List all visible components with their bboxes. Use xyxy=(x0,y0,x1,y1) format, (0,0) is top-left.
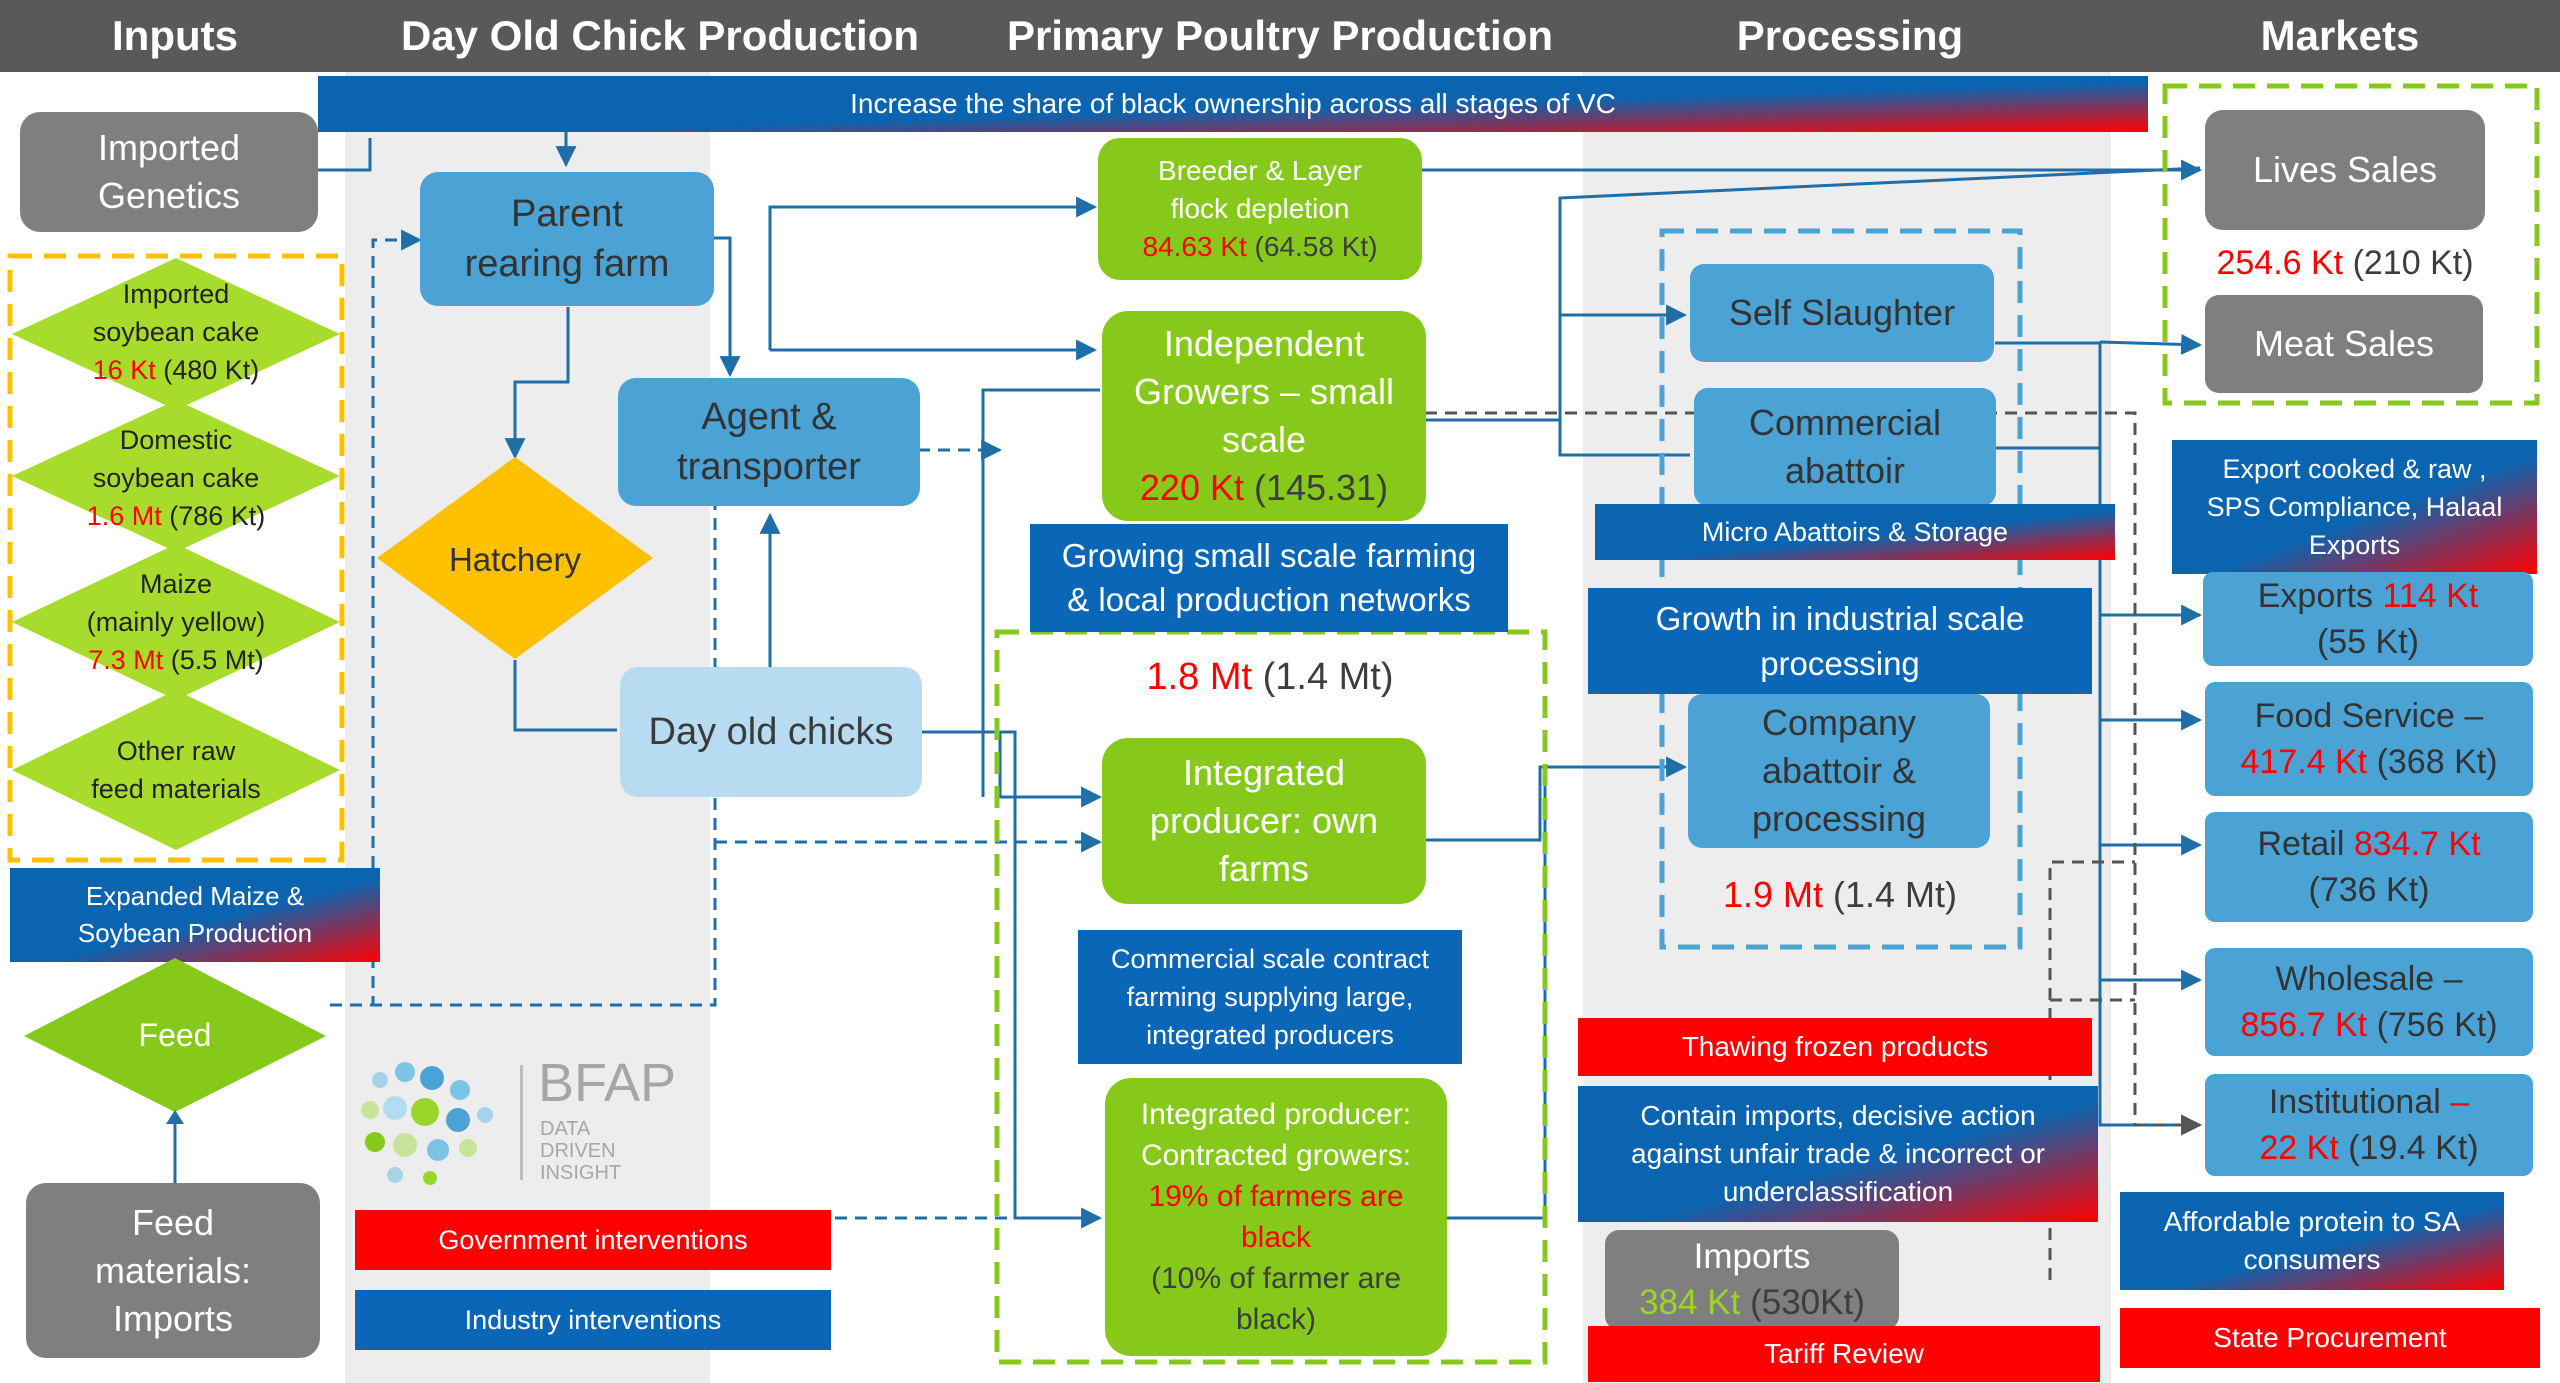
hatchery-label: Hatchery xyxy=(448,541,582,578)
contracted-growers-box: Integrated producer:Contracted growers: … xyxy=(1105,1078,1447,1356)
day-old-chicks: Day old chicks xyxy=(620,667,922,797)
input-diamonds xyxy=(12,258,340,850)
export-banner: Export cooked & raw ,SPS Compliance, Hal… xyxy=(2172,440,2537,574)
bfap-logo-divider xyxy=(520,1065,523,1180)
retail-box: Retail 834.7 Kt (736 Kt) xyxy=(2205,812,2533,922)
industry-interventions-legend: Industry interventions xyxy=(355,1290,831,1350)
exports-box: Exports 114 Kt (55 Kt) xyxy=(2203,572,2533,666)
feed-label: Feed xyxy=(138,1016,212,1053)
imports-box: Imports 384 Kt (530Kt) xyxy=(1605,1230,1899,1330)
top-banner: Increase the share of black ownership ac… xyxy=(318,76,2148,132)
government-interventions-legend: Government interventions xyxy=(355,1210,831,1270)
state-procurement-banner: State Procurement xyxy=(2120,1308,2540,1368)
header-day-old-chick: Day Old Chick Production xyxy=(400,12,920,59)
header-processing: Processing xyxy=(1736,12,1964,59)
hatchery-diamond xyxy=(377,457,653,659)
header-inputs: Inputs xyxy=(112,12,238,59)
live-sales-total: 254.6 Kt (210 Kt) xyxy=(2216,244,2474,282)
processing-total: 1.9 Mt (1.4 Mt) xyxy=(1722,874,1958,915)
meat-sales-box: Meat Sales xyxy=(2205,295,2483,393)
thawing-banner: Thawing frozen products xyxy=(1578,1018,2092,1076)
header-markets: Markets xyxy=(2260,12,2420,59)
wholesale-box: Wholesale – 856.7 Kt (756 Kt) xyxy=(2205,948,2533,1056)
tariff-review-banner: Tariff Review xyxy=(1588,1326,2100,1382)
maize-label: Maize(mainly yellow) 7.3 Mt (5.5 Mt) xyxy=(86,569,266,675)
feed-up-arrow xyxy=(166,1110,184,1185)
header-primary: Primary Poultry Production xyxy=(1006,12,1554,59)
food-service-box: Food Service – 417.4 Kt (368 Kt) xyxy=(2205,682,2533,796)
small-scale-banner: Growing small scale farming& local produ… xyxy=(1030,524,1508,632)
header-bar xyxy=(0,0,2560,72)
bfap-logo-name: BFAP xyxy=(538,1053,677,1113)
institutional-box: Institutional – 22 Kt (19.4 Kt) xyxy=(2205,1074,2533,1176)
bfap-logo-graphic xyxy=(361,1062,493,1185)
expanded-maize-banner: Expanded Maize &Soybean Production xyxy=(10,868,380,962)
self-slaughter-box: Self Slaughter xyxy=(1690,264,1994,362)
feed-diamond xyxy=(24,958,326,1112)
integrated-total: 1.8 Mt (1.4 Mt) xyxy=(1146,656,1394,698)
micro-abattoirs-banner: Micro Abattoirs & Storage xyxy=(1595,504,2115,560)
live-sales-box: Lives Sales xyxy=(2205,110,2485,230)
agent-transporter: Agent &transporter xyxy=(618,378,920,506)
